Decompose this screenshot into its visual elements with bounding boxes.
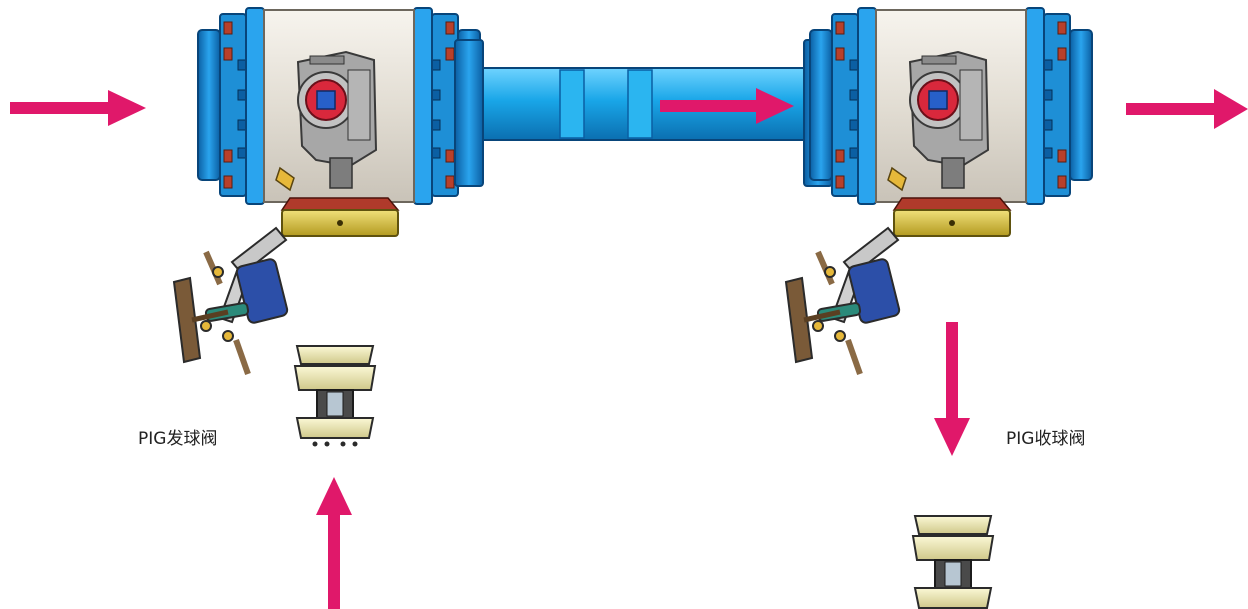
- launcher-ball-valve: [174, 8, 480, 374]
- flow-arrow-pig-out: [934, 322, 970, 456]
- flow-arrow-pig-in: [316, 477, 352, 609]
- flow-arrow-outlet: [1126, 89, 1248, 129]
- launcher-label: PIG发球阀: [138, 424, 217, 449]
- receiver-ball-valve: [786, 8, 1092, 374]
- flow-arrow-inlet: [10, 90, 146, 126]
- pig-launch: [295, 346, 375, 447]
- receiver-label: PIG收球阀: [1006, 424, 1085, 449]
- pig-receive: [913, 516, 993, 609]
